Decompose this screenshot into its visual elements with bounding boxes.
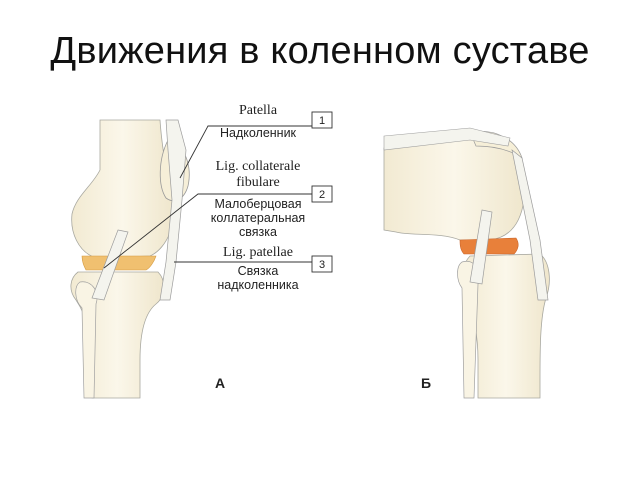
label-1-russian: Надколенник	[220, 126, 297, 140]
patellar-ligament-a	[159, 119, 187, 301]
leader-line-1	[179, 125, 312, 179]
label-3-latin: Lig. patellae	[223, 245, 293, 260]
number-2: 2	[319, 189, 325, 201]
panel-a-extended-knee	[70, 119, 190, 399]
number-boxes: 1 2 3	[311, 111, 333, 273]
femur-bone-flexed	[383, 136, 526, 241]
quadriceps-tendon-b	[383, 127, 511, 151]
number-box-2	[311, 185, 333, 203]
label-1-latin: Patella	[239, 103, 278, 118]
meniscus-b	[459, 237, 519, 255]
label-2-latin-line1: Lig. collaterale	[216, 159, 301, 174]
label-2-russian-line1: Малоберцовая	[214, 197, 301, 211]
meniscus-a	[81, 255, 157, 271]
leader-lines	[103, 125, 312, 269]
label-3-russian-line1: Связка	[238, 264, 279, 278]
panel-label-a: А	[215, 375, 225, 391]
leader-line-2	[103, 193, 312, 269]
panel-label-b: Б	[421, 375, 431, 391]
patellar-ligament-b	[511, 149, 549, 301]
number-1: 1	[319, 115, 325, 127]
panel-b-flexed-knee	[383, 127, 550, 399]
label-texts: Patella Надколенник Lig. collaterale fib…	[211, 103, 305, 292]
fibula-bone	[75, 281, 98, 399]
slide-title: Движения в коленном суставе	[50, 30, 590, 72]
collateral-ligament-a	[91, 229, 129, 301]
number-3: 3	[319, 259, 325, 271]
number-box-1	[311, 111, 333, 129]
collateral-ligament-b	[469, 209, 493, 285]
label-2-latin-line2: fibulare	[236, 175, 280, 190]
label-2-russian-line3: связка	[239, 225, 277, 239]
number-box-3	[311, 255, 333, 273]
label-2-russian-line2: коллатеральная	[211, 211, 305, 225]
label-3-russian-line2: надколенника	[217, 278, 298, 292]
